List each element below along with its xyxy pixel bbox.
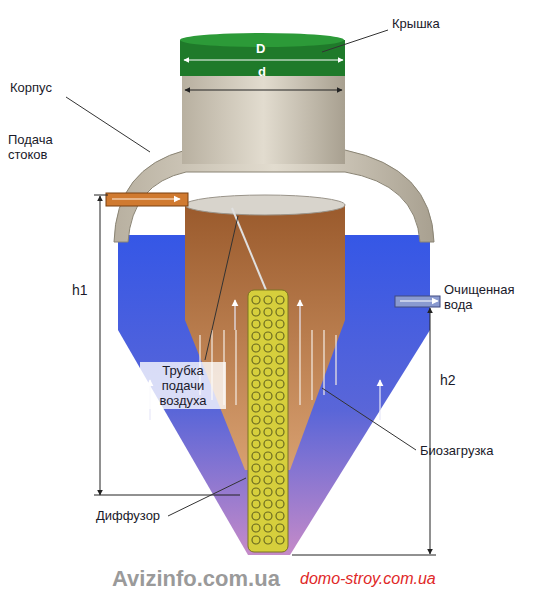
diffuser-hole: [252, 512, 260, 520]
diffuser-hole: [264, 368, 272, 376]
diffuser-hole: [252, 308, 260, 316]
diffuser-hole: [276, 308, 284, 316]
diffuser-hole: [264, 428, 272, 436]
part-label: Диффузор: [96, 508, 160, 523]
diffuser-hole: [264, 536, 272, 544]
diffuser-hole: [276, 392, 284, 400]
diffuser-hole: [264, 512, 272, 520]
ext-line: [292, 555, 436, 556]
watermark: Avizinfo.com.ua: [112, 566, 280, 591]
dimension-h1: [100, 196, 101, 495]
diffuser-hole: [276, 428, 284, 436]
diffuser-hole: [264, 296, 272, 304]
diffuser-hole: [264, 380, 272, 388]
diffuser-hole: [264, 356, 272, 364]
part-label: Трубка подачи воздуха: [140, 362, 226, 409]
diffuser-hole: [252, 428, 260, 436]
diffuser-hole: [264, 476, 272, 484]
part-label: Биозагрузка: [420, 443, 494, 458]
diffuser-hole: [252, 392, 260, 400]
dimension-D: [184, 60, 343, 61]
diffuser-hole: [276, 368, 284, 376]
diffuser-hole: [252, 296, 260, 304]
diffuser-hole: [252, 476, 260, 484]
dimension-h2: [430, 308, 431, 554]
dimension-label: h2: [440, 372, 456, 389]
diffuser-hole: [264, 464, 272, 472]
diffuser: [248, 290, 288, 552]
diffuser-hole: [252, 452, 260, 460]
diffuser-hole: [264, 440, 272, 448]
diffuser-hole: [264, 392, 272, 400]
diffuser-hole: [276, 344, 284, 352]
diffuser-hole: [276, 464, 284, 472]
outlet-pipe: [395, 296, 440, 307]
diffuser-hole: [264, 500, 272, 508]
diffuser-hole: [276, 488, 284, 496]
diffuser-holes: [252, 296, 284, 544]
diffuser-hole: [264, 308, 272, 316]
diffuser-hole: [276, 356, 284, 364]
watermark: domo-stroy.com.ua: [300, 569, 436, 588]
diffuser-hole: [276, 416, 284, 424]
diffuser-hole: [264, 344, 272, 352]
diffuser-hole: [252, 524, 260, 532]
diffuser-hole: [264, 452, 272, 460]
diffuser-hole: [276, 296, 284, 304]
dimension-d: [185, 90, 342, 91]
diffuser-hole: [252, 332, 260, 340]
diffuser-hole: [276, 452, 284, 460]
diffuser-hole: [252, 356, 260, 364]
diffuser-hole: [276, 332, 284, 340]
diffuser-hole: [276, 320, 284, 328]
diffuser-hole: [252, 488, 260, 496]
diffuser-hole: [252, 440, 260, 448]
diffuser-hole: [276, 500, 284, 508]
diffuser-hole: [264, 524, 272, 532]
diffuser-hole: [264, 404, 272, 412]
inlet-arrow: [112, 198, 180, 199]
dimension-label: D: [256, 41, 265, 56]
diffuser-hole: [252, 344, 260, 352]
diffuser-hole: [276, 536, 284, 544]
diffuser-hole: [252, 416, 260, 424]
dimension-label: d: [258, 64, 266, 79]
diffuser-hole: [252, 380, 260, 388]
diffuser-hole: [264, 416, 272, 424]
leader-lines: [66, 30, 416, 516]
diffuser-hole: [252, 500, 260, 508]
neck: [182, 74, 345, 164]
outlet-arrow: [400, 300, 438, 301]
part-label: Очищенная вода: [444, 282, 526, 312]
inlet-pipe: [106, 193, 188, 206]
diffuser-hole: [276, 476, 284, 484]
part-label: Крышка: [392, 16, 440, 31]
ext-line: [94, 195, 108, 196]
diffuser-hole: [264, 320, 272, 328]
diffuser-hole: [264, 488, 272, 496]
diffuser-hole: [276, 440, 284, 448]
diffuser-hole: [276, 524, 284, 532]
diffuser-hole: [264, 332, 272, 340]
dimension-label: h1: [72, 282, 88, 299]
diffuser-hole: [252, 368, 260, 376]
diffuser-hole: [276, 512, 284, 520]
part-label: Корпус: [10, 80, 52, 95]
inner-rim: [185, 195, 345, 215]
diffuser-hole: [276, 404, 284, 412]
diffuser-hole: [252, 536, 260, 544]
diffuser-hole: [276, 380, 284, 388]
diffuser-hole: [252, 404, 260, 412]
part-label: Подача стоков: [8, 132, 72, 162]
diffuser-hole: [252, 464, 260, 472]
diffuser-hole: [252, 320, 260, 328]
ext-line: [94, 495, 240, 496]
